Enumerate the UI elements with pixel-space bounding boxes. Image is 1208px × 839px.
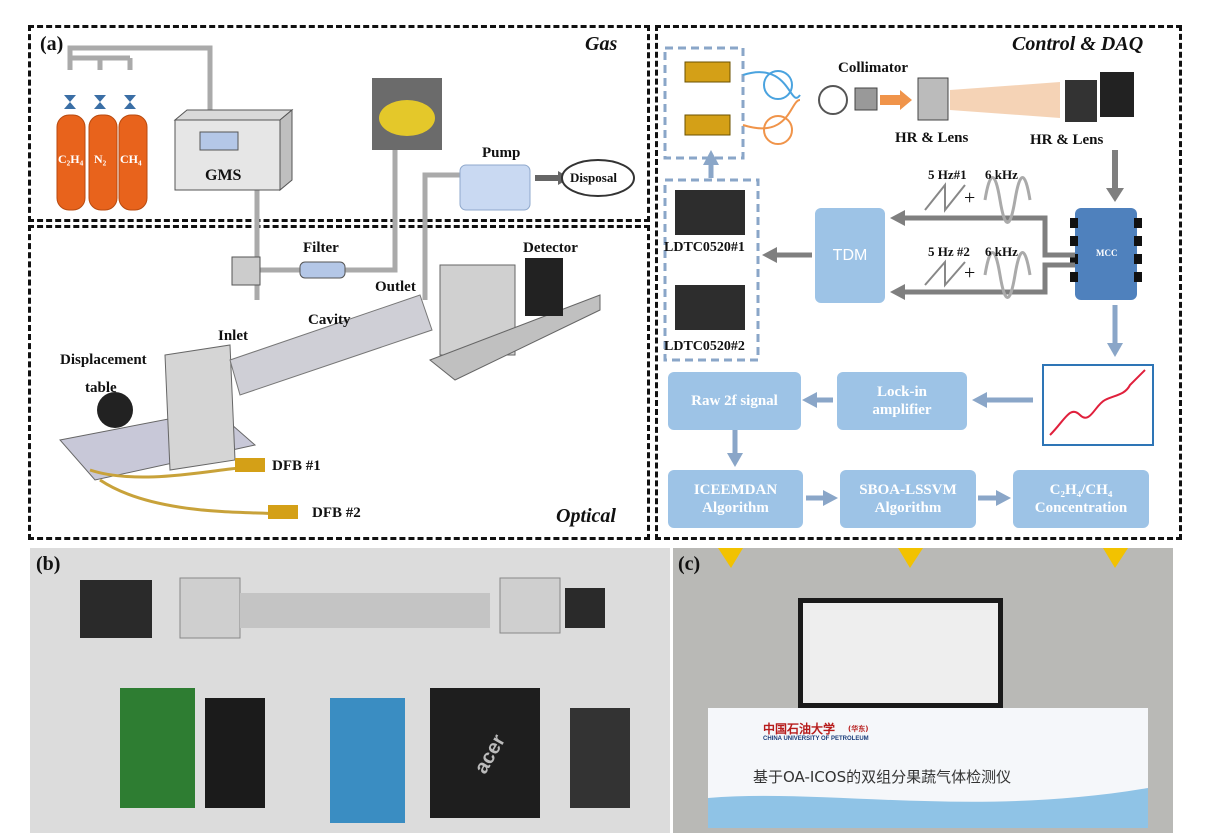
sig2-plus: + xyxy=(964,262,976,284)
cylinder-n2-label: N₂ xyxy=(94,152,107,166)
tdm-label: TDM xyxy=(832,246,868,264)
inlet-label: Inlet xyxy=(218,328,248,344)
panel-a-label: (a) xyxy=(40,33,64,55)
control-section-frame xyxy=(655,25,1182,540)
gas-section-frame xyxy=(28,25,650,222)
sig1-sine-label: 6 kHz xyxy=(985,167,1018,182)
ldtc1-label: LDTC0520#1 xyxy=(664,240,745,255)
optical-section-frame xyxy=(28,225,650,540)
raw2f-block: Raw 2f signal xyxy=(668,372,801,430)
instrument-name: 基于OA-ICOS的双组分果蔬气体检测仪 xyxy=(753,768,1012,786)
cylinder-ch4-label: CH₄ xyxy=(120,152,142,166)
panel-c-label: (c) xyxy=(678,553,701,575)
collimator-label: Collimator xyxy=(838,60,908,76)
sboa-label-2: Algorithm xyxy=(874,500,942,516)
sig2-ramp-label: 5 Hz #2 xyxy=(928,244,970,259)
gas-section-title: Gas xyxy=(585,33,618,55)
detector-label: Detector xyxy=(523,240,578,256)
sig1-ramp-label: 5 Hz#1 xyxy=(928,167,967,182)
dfb2-label: DFB #2 xyxy=(312,505,361,521)
iceemdan-label-2: Algorithm xyxy=(702,500,769,516)
university-name: 中国石油大学 xyxy=(763,722,836,736)
cavity-label: Cavity xyxy=(308,312,351,328)
iceemdan-block: ICEEMDAN Algorithm xyxy=(668,470,803,528)
mcc-label: MCC xyxy=(1096,248,1118,258)
control-section-title: Control & DAQ xyxy=(1012,33,1144,55)
hr-lens-label-1: HR & Lens xyxy=(895,130,969,146)
lockin-block: Lock-in amplifier xyxy=(837,372,967,430)
university-campus: (华东) xyxy=(848,725,869,733)
ldtc2-label: LDTC0520#2 xyxy=(664,339,745,354)
sboa-label-1: SBOA-LSSVM xyxy=(859,482,957,498)
lockin-label-1: Lock-in xyxy=(876,384,927,400)
outlet-label: Outlet xyxy=(375,279,416,295)
cylinder-c2h4-label: C₂H₄ xyxy=(58,152,84,166)
tdm-block: TDM xyxy=(815,208,885,303)
university-name-en: CHINA UNIVERSITY OF PETROLEUM xyxy=(763,736,869,742)
gms-label: GMS xyxy=(205,167,242,184)
displacement-label: Displacement xyxy=(60,352,147,368)
sig1-plus: + xyxy=(964,187,976,209)
lockin-label-2: amplifier xyxy=(872,402,932,418)
concentration-label-2: Concentration xyxy=(1034,500,1128,516)
filter-label: Filter xyxy=(303,240,339,256)
sig2-sine-label: 6 kHz xyxy=(985,244,1018,259)
concentration-label-1: C₂H₄/CH₄ xyxy=(1049,482,1113,498)
dfb1-label: DFB #1 xyxy=(272,458,321,474)
iceemdan-label-1: ICEEMDAN xyxy=(693,482,778,498)
sboa-block: SBOA-LSSVM Algorithm xyxy=(840,470,976,528)
panel-b-label: (b) xyxy=(36,553,61,575)
hr-lens-label-2: HR & Lens xyxy=(1030,132,1104,148)
photo-b-setup: acer xyxy=(30,548,670,833)
optical-section-title: Optical xyxy=(556,505,616,527)
concentration-block: C₂H₄/CH₄ Concentration xyxy=(1013,470,1149,528)
raw2f-label: Raw 2f signal xyxy=(691,393,778,409)
pump-label: Pump xyxy=(482,145,521,161)
disposal-label: Disposal xyxy=(570,170,617,185)
photo-c-instrument: 中国石油大学 (华东) CHINA UNIVERSITY OF PETROLEU… xyxy=(673,548,1173,833)
table-label: table xyxy=(85,380,117,396)
